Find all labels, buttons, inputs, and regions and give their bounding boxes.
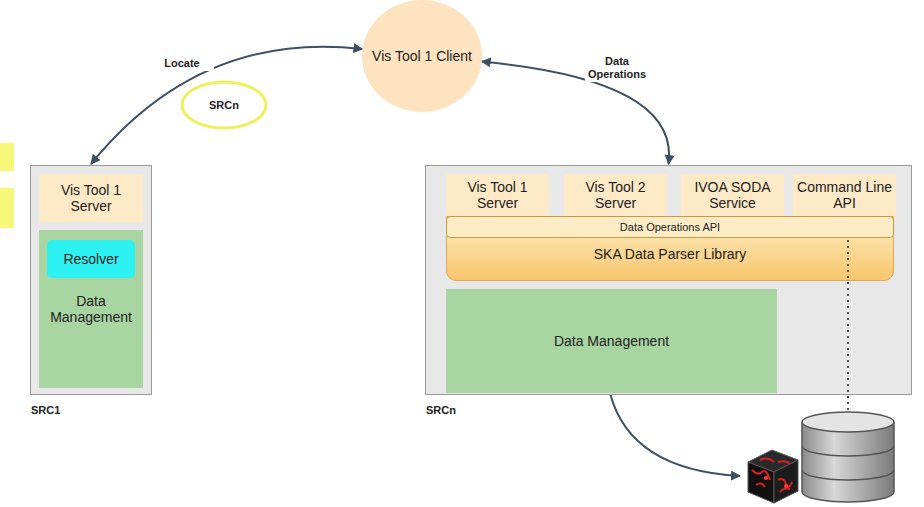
server-box: Vis Tool 1 Server	[39, 174, 143, 222]
node-label: Vis Tool 1 Server	[450, 179, 545, 211]
server-box: Vis Tool 1 Server	[446, 174, 549, 218]
node-label: Vis Tool 2 Server	[568, 179, 663, 211]
node-label: Data Management	[43, 293, 139, 325]
highlight-ellipse: SRCn	[180, 80, 268, 130]
node-label: Resolver	[63, 251, 118, 267]
data-management-box: Data Management Resolver	[39, 230, 143, 388]
library-band: SKA Data Parser Library Data Operations A…	[446, 216, 894, 281]
api-box: Command Line API	[793, 174, 896, 218]
database-cylinder	[802, 412, 894, 502]
src-container: SRCnVis Tool 1 ServerVis Tool 2 ServerIV…	[425, 165, 912, 395]
highlight-tab	[0, 143, 14, 171]
edge-label: Data Operations	[585, 54, 649, 82]
api-band: Data Operations API	[446, 216, 894, 238]
node-label: Command Line API	[797, 179, 892, 211]
edge-label: Locate	[150, 56, 214, 71]
dotted-link	[847, 240, 849, 410]
data-management-box: Data Management	[446, 289, 777, 393]
node-label: Data Management	[554, 333, 669, 349]
node-label: SRCn	[209, 97, 239, 113]
resolver-box: Resolver	[47, 240, 135, 278]
service-box: IVOA SODA Service	[681, 174, 784, 218]
src-container: SRC1Vis Tool 1 ServerData ManagementReso…	[30, 165, 152, 395]
data-cube	[748, 450, 798, 503]
container-label: SRCn	[426, 402, 456, 418]
client-circle: Vis Tool 1 Client	[362, 0, 482, 112]
container-label: SRC1	[31, 402, 60, 418]
node-label: SKA Data Parser Library	[594, 246, 747, 262]
highlight-tab	[0, 188, 14, 228]
server-box: Vis Tool 2 Server	[564, 174, 667, 218]
curved-connector	[91, 47, 362, 164]
node-label: IVOA SODA Service	[685, 179, 780, 211]
highlight-tabs	[0, 0, 20, 240]
node-label: Vis Tool 1 Client	[372, 48, 472, 64]
ellipse-shape	[182, 82, 266, 128]
node-label: Data Operations API	[620, 221, 720, 234]
storage-arrow	[610, 393, 740, 476]
node-label: Vis Tool 1 Server	[39, 182, 143, 214]
